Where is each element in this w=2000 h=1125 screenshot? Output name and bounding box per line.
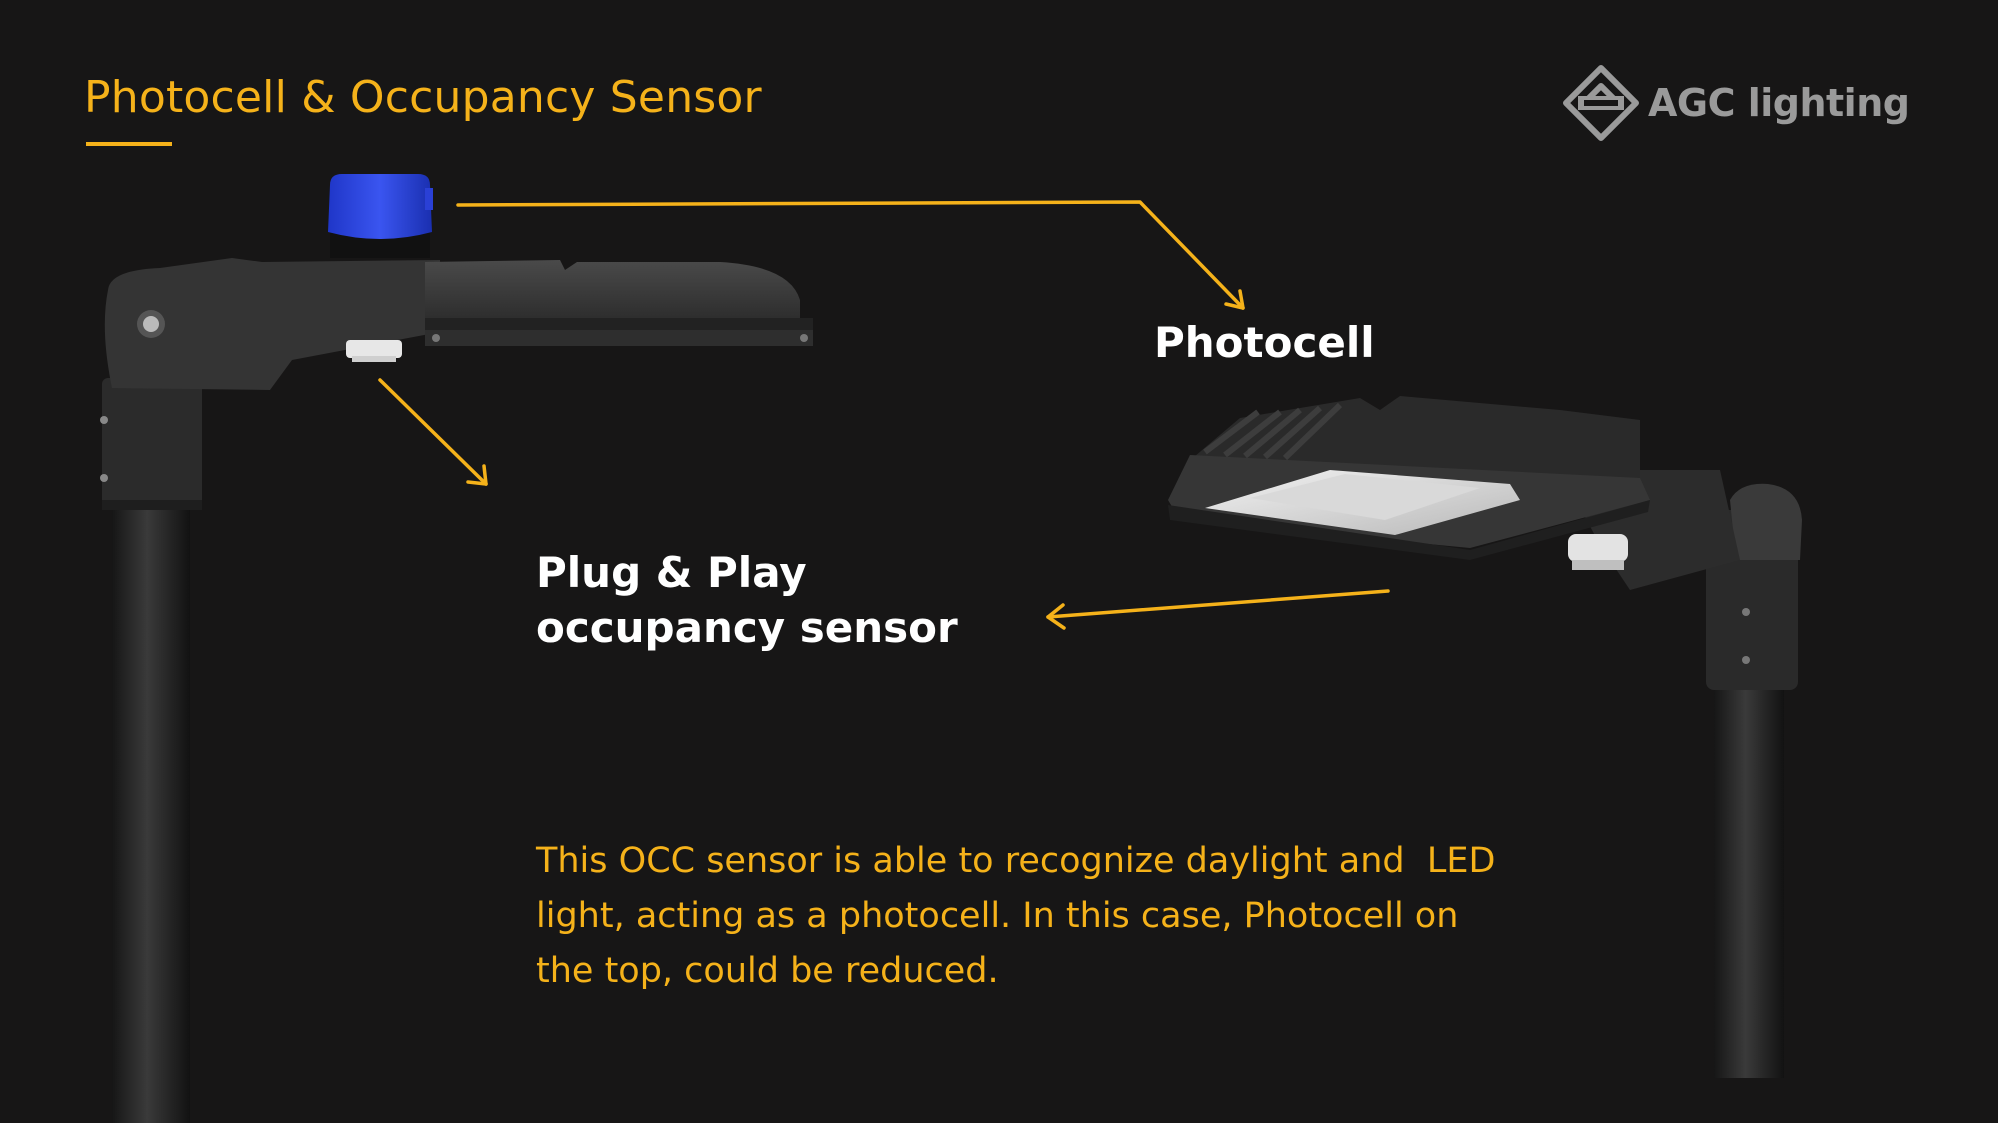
description-line-2: light, acting as a photocell. In this ca… [536,896,1459,936]
description-line-3: the top, could be reduced. [536,951,999,991]
slide-title: Photocell & Occupancy Sensor [84,72,762,123]
left-fixture-image [100,174,813,1123]
brand-logo: AGC lighting [1560,62,1910,144]
right-fixture-image [1168,396,1802,1078]
title-underline [86,142,172,146]
photocell-label: Photocell [1154,318,1375,367]
description-text: This OCC sensor is able to recognize day… [536,834,1495,999]
photocell-arrow [456,200,1245,310]
occupancy-label-line1: Plug & Play [536,548,807,597]
right-occupancy-arrow [1046,589,1390,630]
description-line-1: This OCC sensor is able to recognize day… [536,841,1496,881]
left-occupancy-arrow [378,378,488,486]
logo-text: AGC lighting [1648,81,1910,125]
agc-diamond-logo-icon [1563,65,1639,141]
occupancy-label-line2: occupancy sensor [536,603,958,652]
